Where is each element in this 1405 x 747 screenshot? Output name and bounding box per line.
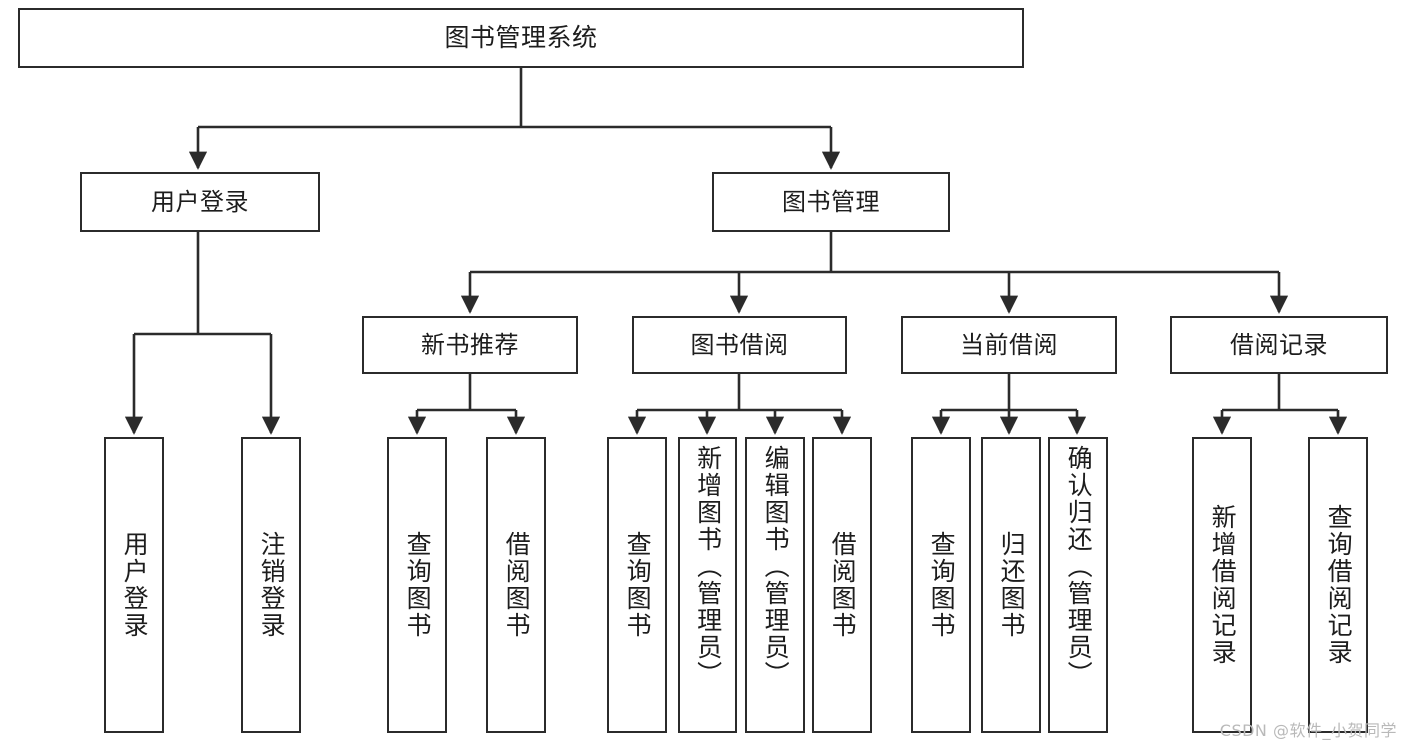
- node-leaf-confirm-return-admin[interactable]: 确认归还（管理员）: [1048, 437, 1108, 733]
- node-label: 查询图书: [623, 531, 653, 639]
- node-label: 查询图书: [403, 531, 433, 639]
- node-label: 借阅图书: [828, 531, 858, 639]
- node-new-book-recommend[interactable]: 新书推荐: [362, 316, 578, 374]
- node-label: 查询借阅记录: [1324, 504, 1354, 666]
- node-label: 确认归还（管理员）: [1064, 445, 1094, 688]
- node-leaf-user-login[interactable]: 用户登录: [104, 437, 164, 733]
- node-label: 图书借阅: [690, 330, 789, 359]
- node-label: 查询图书: [927, 531, 957, 639]
- node-current-borrow[interactable]: 当前借阅: [901, 316, 1117, 374]
- node-label: 归还图书: [997, 531, 1027, 639]
- node-user-login[interactable]: 用户登录: [80, 172, 320, 232]
- node-label: 图书管理系统: [444, 23, 598, 53]
- node-leaf-logout-login[interactable]: 注销登录: [241, 437, 301, 733]
- node-label: 新增图书（管理员）: [693, 445, 723, 688]
- node-label: 用户登录: [151, 187, 249, 216]
- node-root-book-management-system[interactable]: 图书管理系统: [18, 8, 1024, 68]
- node-label: 新书推荐: [421, 330, 519, 359]
- node-label: 借阅图书: [502, 531, 532, 639]
- node-leaf-query-book-new[interactable]: 查询图书: [387, 437, 447, 733]
- node-leaf-edit-book-admin[interactable]: 编辑图书（管理员）: [745, 437, 805, 733]
- node-label: 注销登录: [257, 531, 287, 639]
- csdn-watermark: CSDN @软件_小贺同学: [1219, 721, 1397, 740]
- node-leaf-query-book-current[interactable]: 查询图书: [911, 437, 971, 733]
- node-label: 图书管理: [782, 187, 880, 216]
- node-leaf-return-book[interactable]: 归还图书: [981, 437, 1041, 733]
- node-label: 新增借阅记录: [1208, 504, 1238, 666]
- node-label: 当前借阅: [960, 330, 1058, 359]
- node-label: 借阅记录: [1230, 330, 1328, 359]
- node-leaf-query-book-borrow[interactable]: 查询图书: [607, 437, 667, 733]
- node-leaf-add-book-admin[interactable]: 新增图书（管理员）: [678, 437, 737, 733]
- node-leaf-add-borrow-record[interactable]: 新增借阅记录: [1192, 437, 1252, 733]
- node-book-management[interactable]: 图书管理: [712, 172, 950, 232]
- node-label: 编辑图书（管理员）: [761, 445, 791, 688]
- node-leaf-borrow-book-new[interactable]: 借阅图书: [486, 437, 546, 733]
- node-leaf-query-borrow-record[interactable]: 查询借阅记录: [1308, 437, 1368, 733]
- node-book-borrow[interactable]: 图书借阅: [632, 316, 847, 374]
- node-leaf-borrow-book-borrow[interactable]: 借阅图书: [812, 437, 872, 733]
- node-label: 用户登录: [120, 531, 150, 639]
- node-borrow-record[interactable]: 借阅记录: [1170, 316, 1388, 374]
